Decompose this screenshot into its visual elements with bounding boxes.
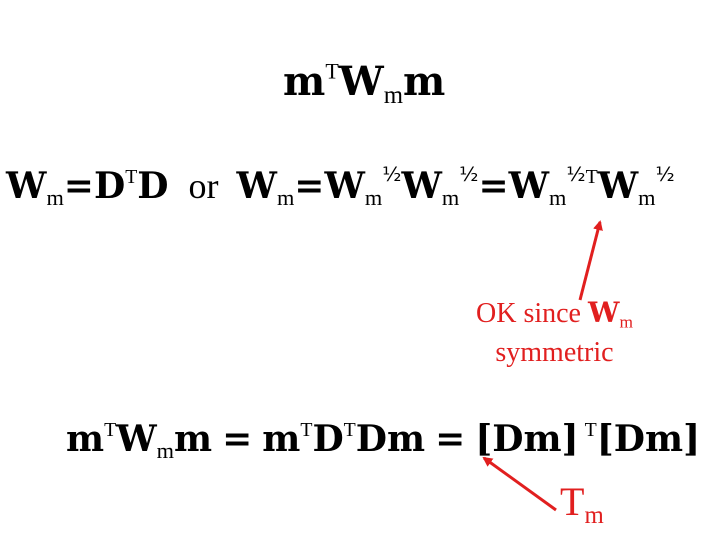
- sub-m: m: [276, 184, 295, 210]
- W-symbol: W: [401, 164, 442, 207]
- W-symbol: W: [338, 58, 384, 105]
- expression-mTWmm: mTWmm: [283, 58, 445, 110]
- W-symbol: W: [587, 296, 620, 329]
- sub-m: m: [156, 438, 174, 464]
- W-symbol: W: [236, 164, 277, 207]
- half-sup: ½: [566, 163, 586, 186]
- bracket-Dm: [Dm]: [596, 418, 701, 460]
- D-symbol: D: [355, 418, 387, 460]
- equals-sign: =: [222, 418, 253, 460]
- transpose-sup: T: [584, 419, 597, 442]
- W-symbol: W: [324, 164, 365, 207]
- transpose-sup: T: [300, 419, 313, 442]
- transpose-sup: T: [325, 58, 339, 84]
- D-symbol: D: [312, 418, 344, 460]
- equation-expansion: mTWmm=mTDTDm=[Dm]T[Dm]: [66, 418, 700, 464]
- sub-m: m: [584, 501, 604, 529]
- transpose-sup: T: [104, 419, 117, 442]
- sub-m: m: [619, 312, 633, 332]
- sub-m: m: [549, 184, 567, 210]
- half-sup: ½: [382, 163, 402, 186]
- annotation-note: OK since Wm symmetric: [476, 298, 633, 368]
- m-symbol: m: [262, 418, 301, 460]
- m-symbol: m: [283, 58, 326, 105]
- m-symbol: m: [386, 418, 426, 460]
- annotation-line-2: symmetric: [495, 336, 614, 368]
- sub-m: m: [46, 184, 64, 210]
- D-symbol: D: [137, 164, 169, 207]
- tm-arrow: [482, 456, 557, 512]
- tm-label: Tm: [560, 478, 604, 530]
- D-symbol: D: [93, 164, 126, 207]
- annotation-arrow: [578, 220, 603, 301]
- annotation-line-1: OK since Wm: [476, 296, 633, 332]
- W-symbol: W: [116, 418, 157, 460]
- transpose-sup: T: [585, 165, 598, 188]
- W-symbol: W: [597, 164, 639, 207]
- m-symbol: m: [66, 418, 105, 460]
- sub-m: m: [364, 184, 383, 210]
- m-symbol: m: [173, 418, 213, 460]
- equals-sign: =: [294, 164, 325, 207]
- transpose-sup: T: [343, 419, 356, 442]
- half-sup: ½: [459, 163, 479, 186]
- half-sup: ½: [655, 163, 675, 186]
- equals-sign: =: [435, 418, 466, 460]
- sub-m: m: [638, 184, 656, 210]
- sub-m: m: [441, 184, 460, 210]
- or-text: or: [188, 165, 219, 206]
- m-symbol: m: [403, 58, 446, 105]
- W-symbol: W: [6, 164, 47, 207]
- transpose-sup: T: [125, 165, 138, 188]
- W-symbol: W: [508, 164, 550, 207]
- equals-sign: =: [63, 164, 94, 207]
- bracket-Dm: [Dm]: [475, 418, 579, 460]
- T-symbol: T: [560, 479, 585, 524]
- sub-m: m: [383, 81, 403, 109]
- equals-sign: =: [478, 164, 509, 207]
